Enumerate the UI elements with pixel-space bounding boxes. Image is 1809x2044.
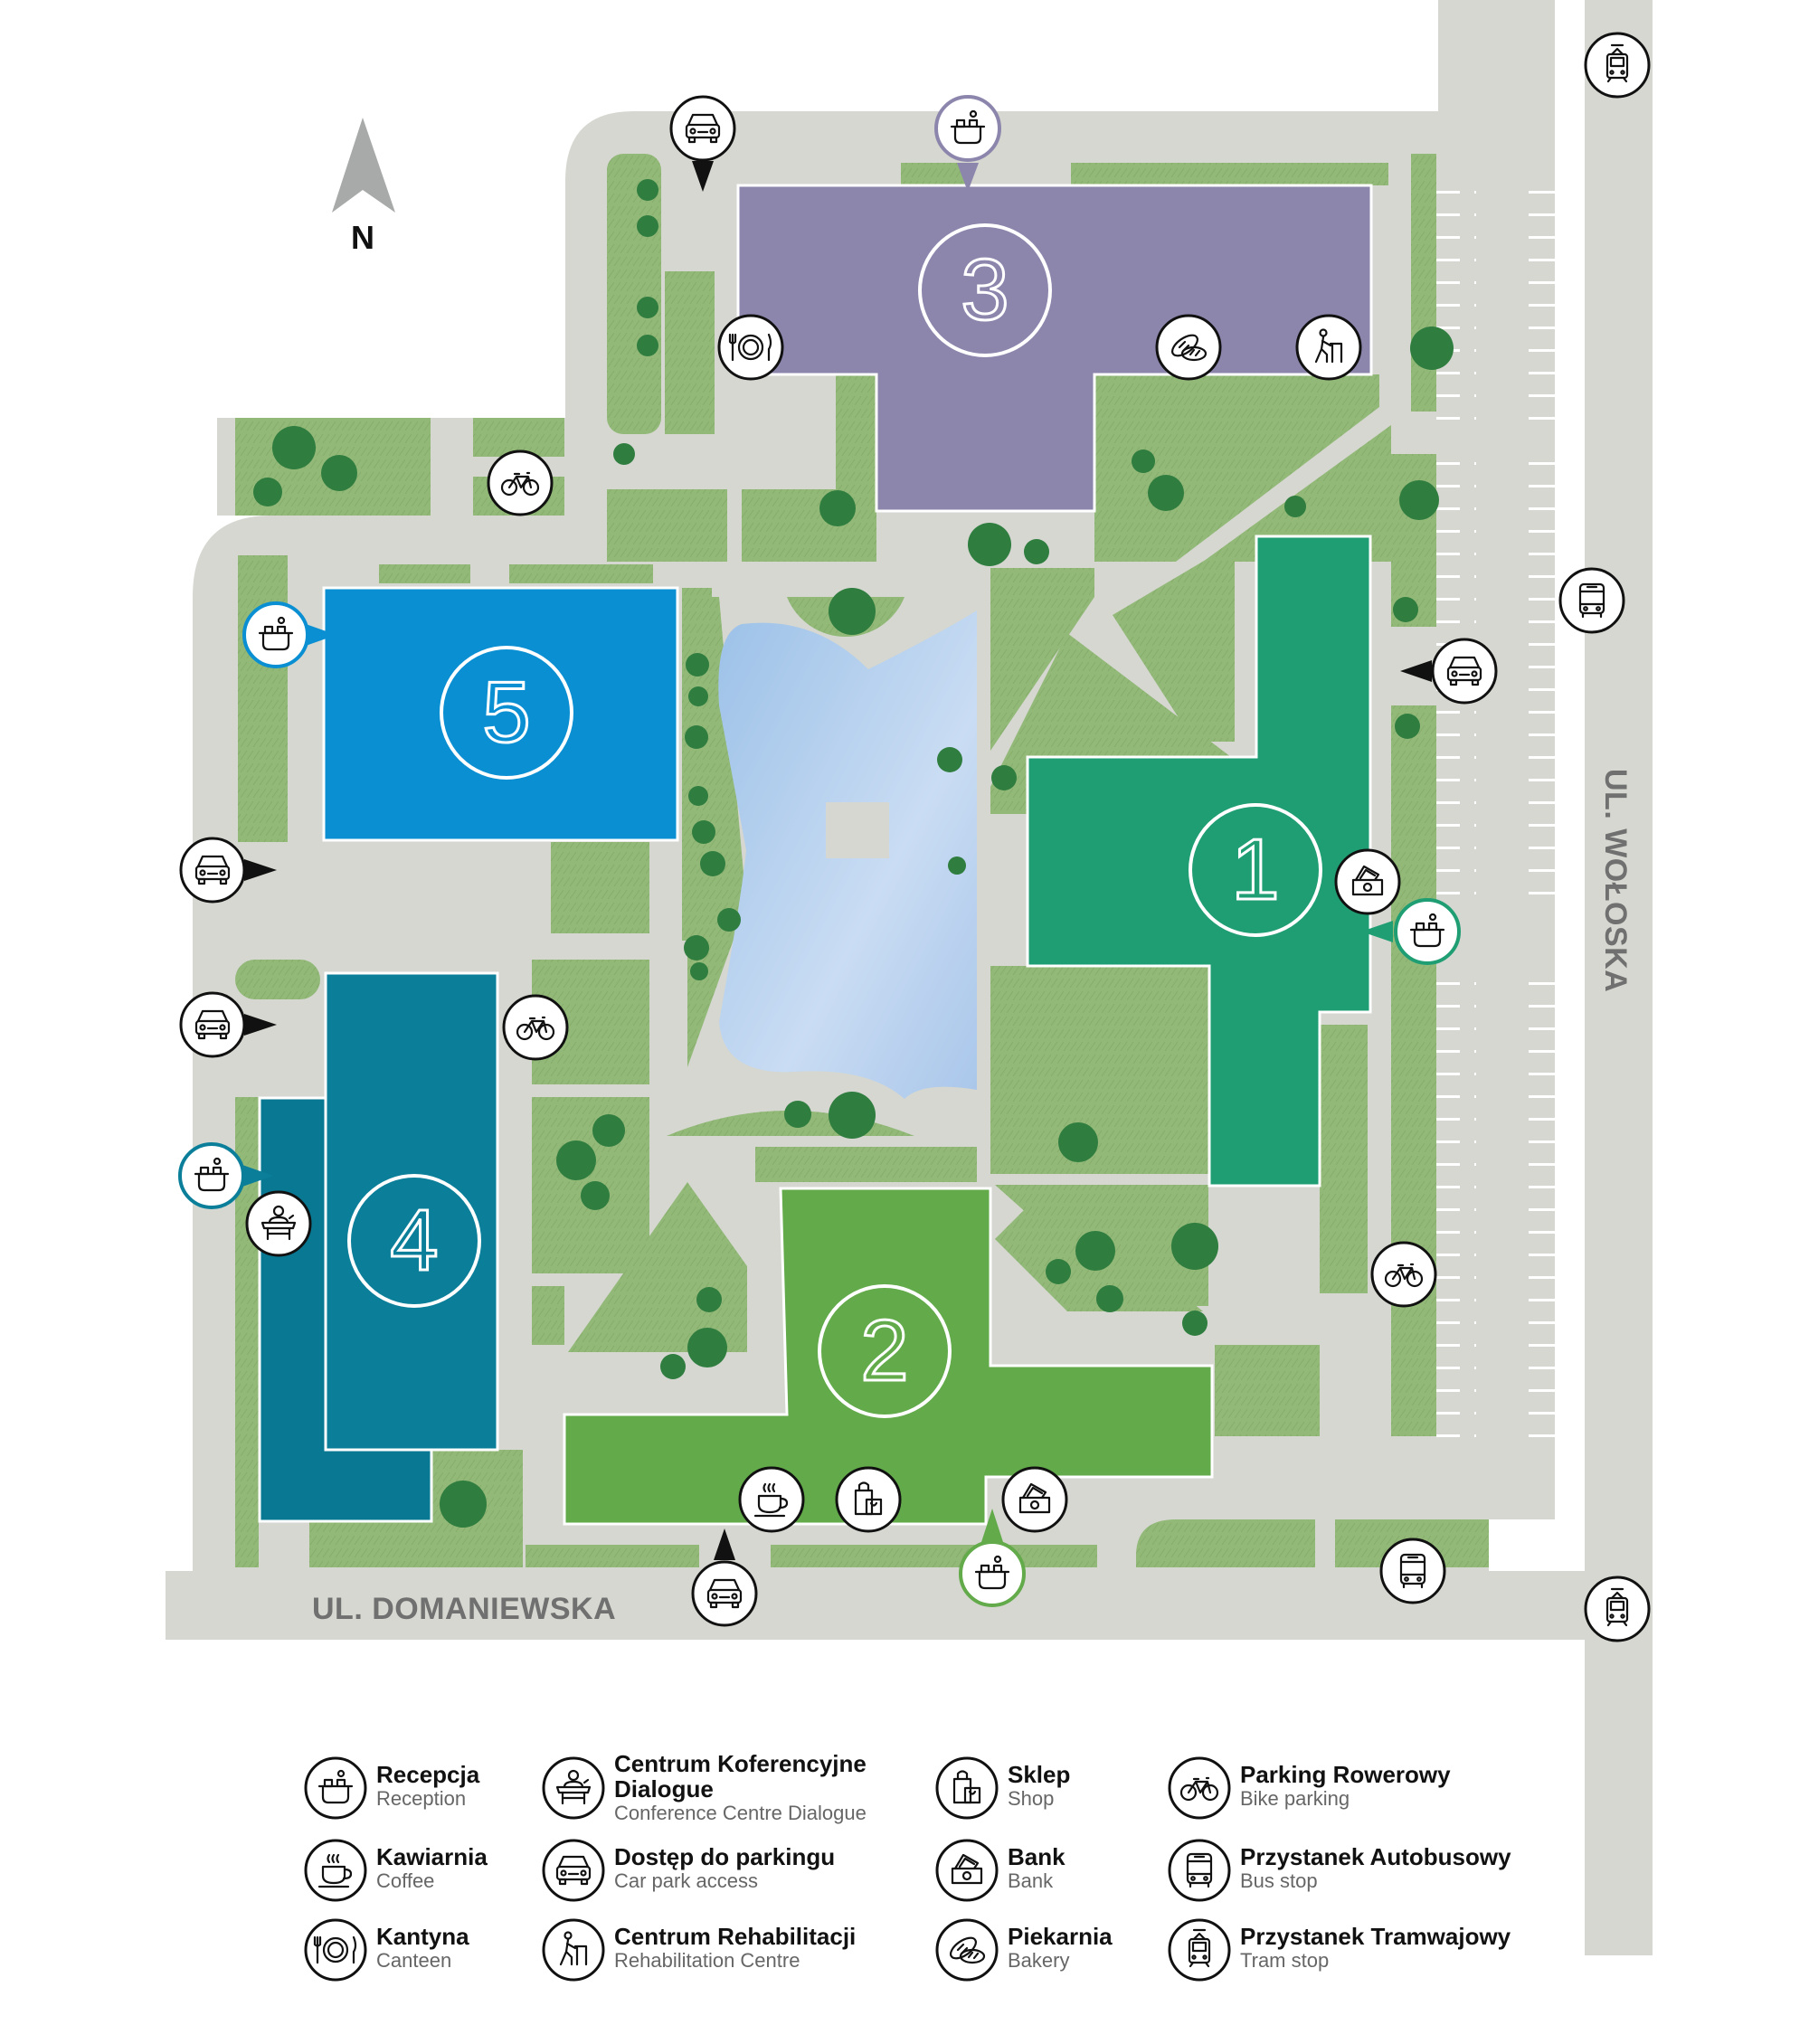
building-number: 4 [390,1192,438,1289]
building-number: 3 [961,241,1009,338]
marker-bike-parking-east[interactable] [1370,1241,1437,1308]
marker-canteen[interactable] [717,314,784,381]
marker-rehabilitation[interactable] [1295,314,1362,381]
legend-subtitle: Tram stop [1240,1949,1330,1972]
legend-title: Bank [1008,1843,1066,1870]
bike-icon [1168,1756,1231,1820]
marker-car-access-west-1[interactable] [179,837,246,904]
legend-subtitle: Conference Centre Dialogue [614,1802,867,1824]
marker-bike-parking-west[interactable] [502,994,569,1061]
marker-conference-centre[interactable] [245,1190,312,1257]
marker-coffee[interactable] [738,1466,805,1533]
marker-reception-building-1[interactable] [1394,898,1461,965]
legend-title: Recepcja [376,1761,480,1788]
legend-subtitle: Bus stop [1240,1869,1318,1892]
trees [253,179,1454,1528]
marker-tram-stop-south[interactable] [1584,1576,1651,1642]
marker-shop[interactable] [835,1466,902,1533]
marker-bank-building-2[interactable] [1001,1466,1068,1533]
legend-subtitle: Car park access [614,1869,758,1892]
legend-title: Piekarnia [1008,1923,1113,1950]
legend-subtitle: Rehabilitation Centre [614,1949,800,1972]
legend-title: Przystanek Autobusowy [1240,1843,1511,1870]
parking-bays [1436,172,1555,1438]
canteen-icon [304,1918,367,1982]
shop-icon [935,1756,999,1820]
legend-title: Dostęp do parkingu [614,1843,836,1870]
legend-subtitle: Bike parking [1240,1787,1350,1810]
north-label: N [351,219,374,256]
legend-title: Parking Rowerowy [1240,1761,1451,1788]
marker-reception-building-3[interactable] [934,95,1001,162]
legend-subtitle: Canteen [376,1949,452,1972]
marker-tram-stop-north[interactable] [1584,32,1651,99]
marker-pointers [242,161,1432,1560]
coffee-icon [304,1839,367,1902]
marker-reception-building-4[interactable] [178,1142,245,1209]
street-label-domaniewska: UL. DOMANIEWSKA [312,1592,616,1626]
building-number: 2 [860,1302,908,1399]
building-number: 5 [482,664,530,761]
legend-subtitle: Coffee [376,1869,435,1892]
marker-car-access-north[interactable] [669,95,736,162]
legend-title: Sklep [1008,1761,1071,1788]
building-4[interactable]: 4 [258,971,499,1523]
bus-icon [1168,1839,1231,1902]
marker-bike-parking-north[interactable] [487,449,554,516]
street-label-woloska: UL. WOŁOSKA [1598,769,1633,992]
marker-bus-stop-east[interactable] [1558,567,1625,634]
legend-subtitle: Bank [1008,1869,1054,1892]
tram-icon [1168,1918,1231,1982]
marker-car-access-east[interactable] [1431,638,1498,705]
legend-title: Kawiarnia [376,1843,488,1870]
marker-reception-building-5[interactable] [242,601,309,668]
car-icon [542,1839,605,1902]
conference-icon [542,1756,605,1820]
legend-subtitle: Bakery [1008,1949,1070,1972]
marker-bakery[interactable] [1155,314,1222,381]
marker-bank-building-1[interactable] [1334,848,1401,915]
legend-subtitle: Shop [1008,1787,1055,1810]
building-number: 1 [1231,821,1279,918]
marker-car-access-west-2[interactable] [179,991,246,1058]
building-3[interactable]: 3 [736,184,1373,513]
legend-title: Kantyna [376,1923,469,1950]
reception-icon [304,1756,367,1820]
building-5[interactable]: 5 [322,586,679,842]
legend-title: Centrum Koferencyjne Dialogue [614,1750,867,1803]
pond-deck [826,802,889,858]
legend-title: Przystanek Tramwajowy [1240,1923,1511,1950]
rehabilitation-icon [542,1918,605,1982]
legend-title: Centrum Rehabilitacji [614,1923,857,1950]
building-2[interactable]: 2 [563,1187,1214,1526]
marker-car-access-south[interactable] [691,1560,758,1627]
north-arrow-icon [332,118,395,213]
marker-reception-building-2[interactable] [959,1540,1026,1607]
marker-bus-stop-south[interactable] [1379,1538,1446,1604]
building-1[interactable]: 1 [1026,535,1372,1188]
legend-subtitle: Reception [376,1787,467,1810]
bakery-icon [935,1918,999,1982]
bank-icon [935,1839,999,1902]
north-arrow: N [332,118,395,256]
